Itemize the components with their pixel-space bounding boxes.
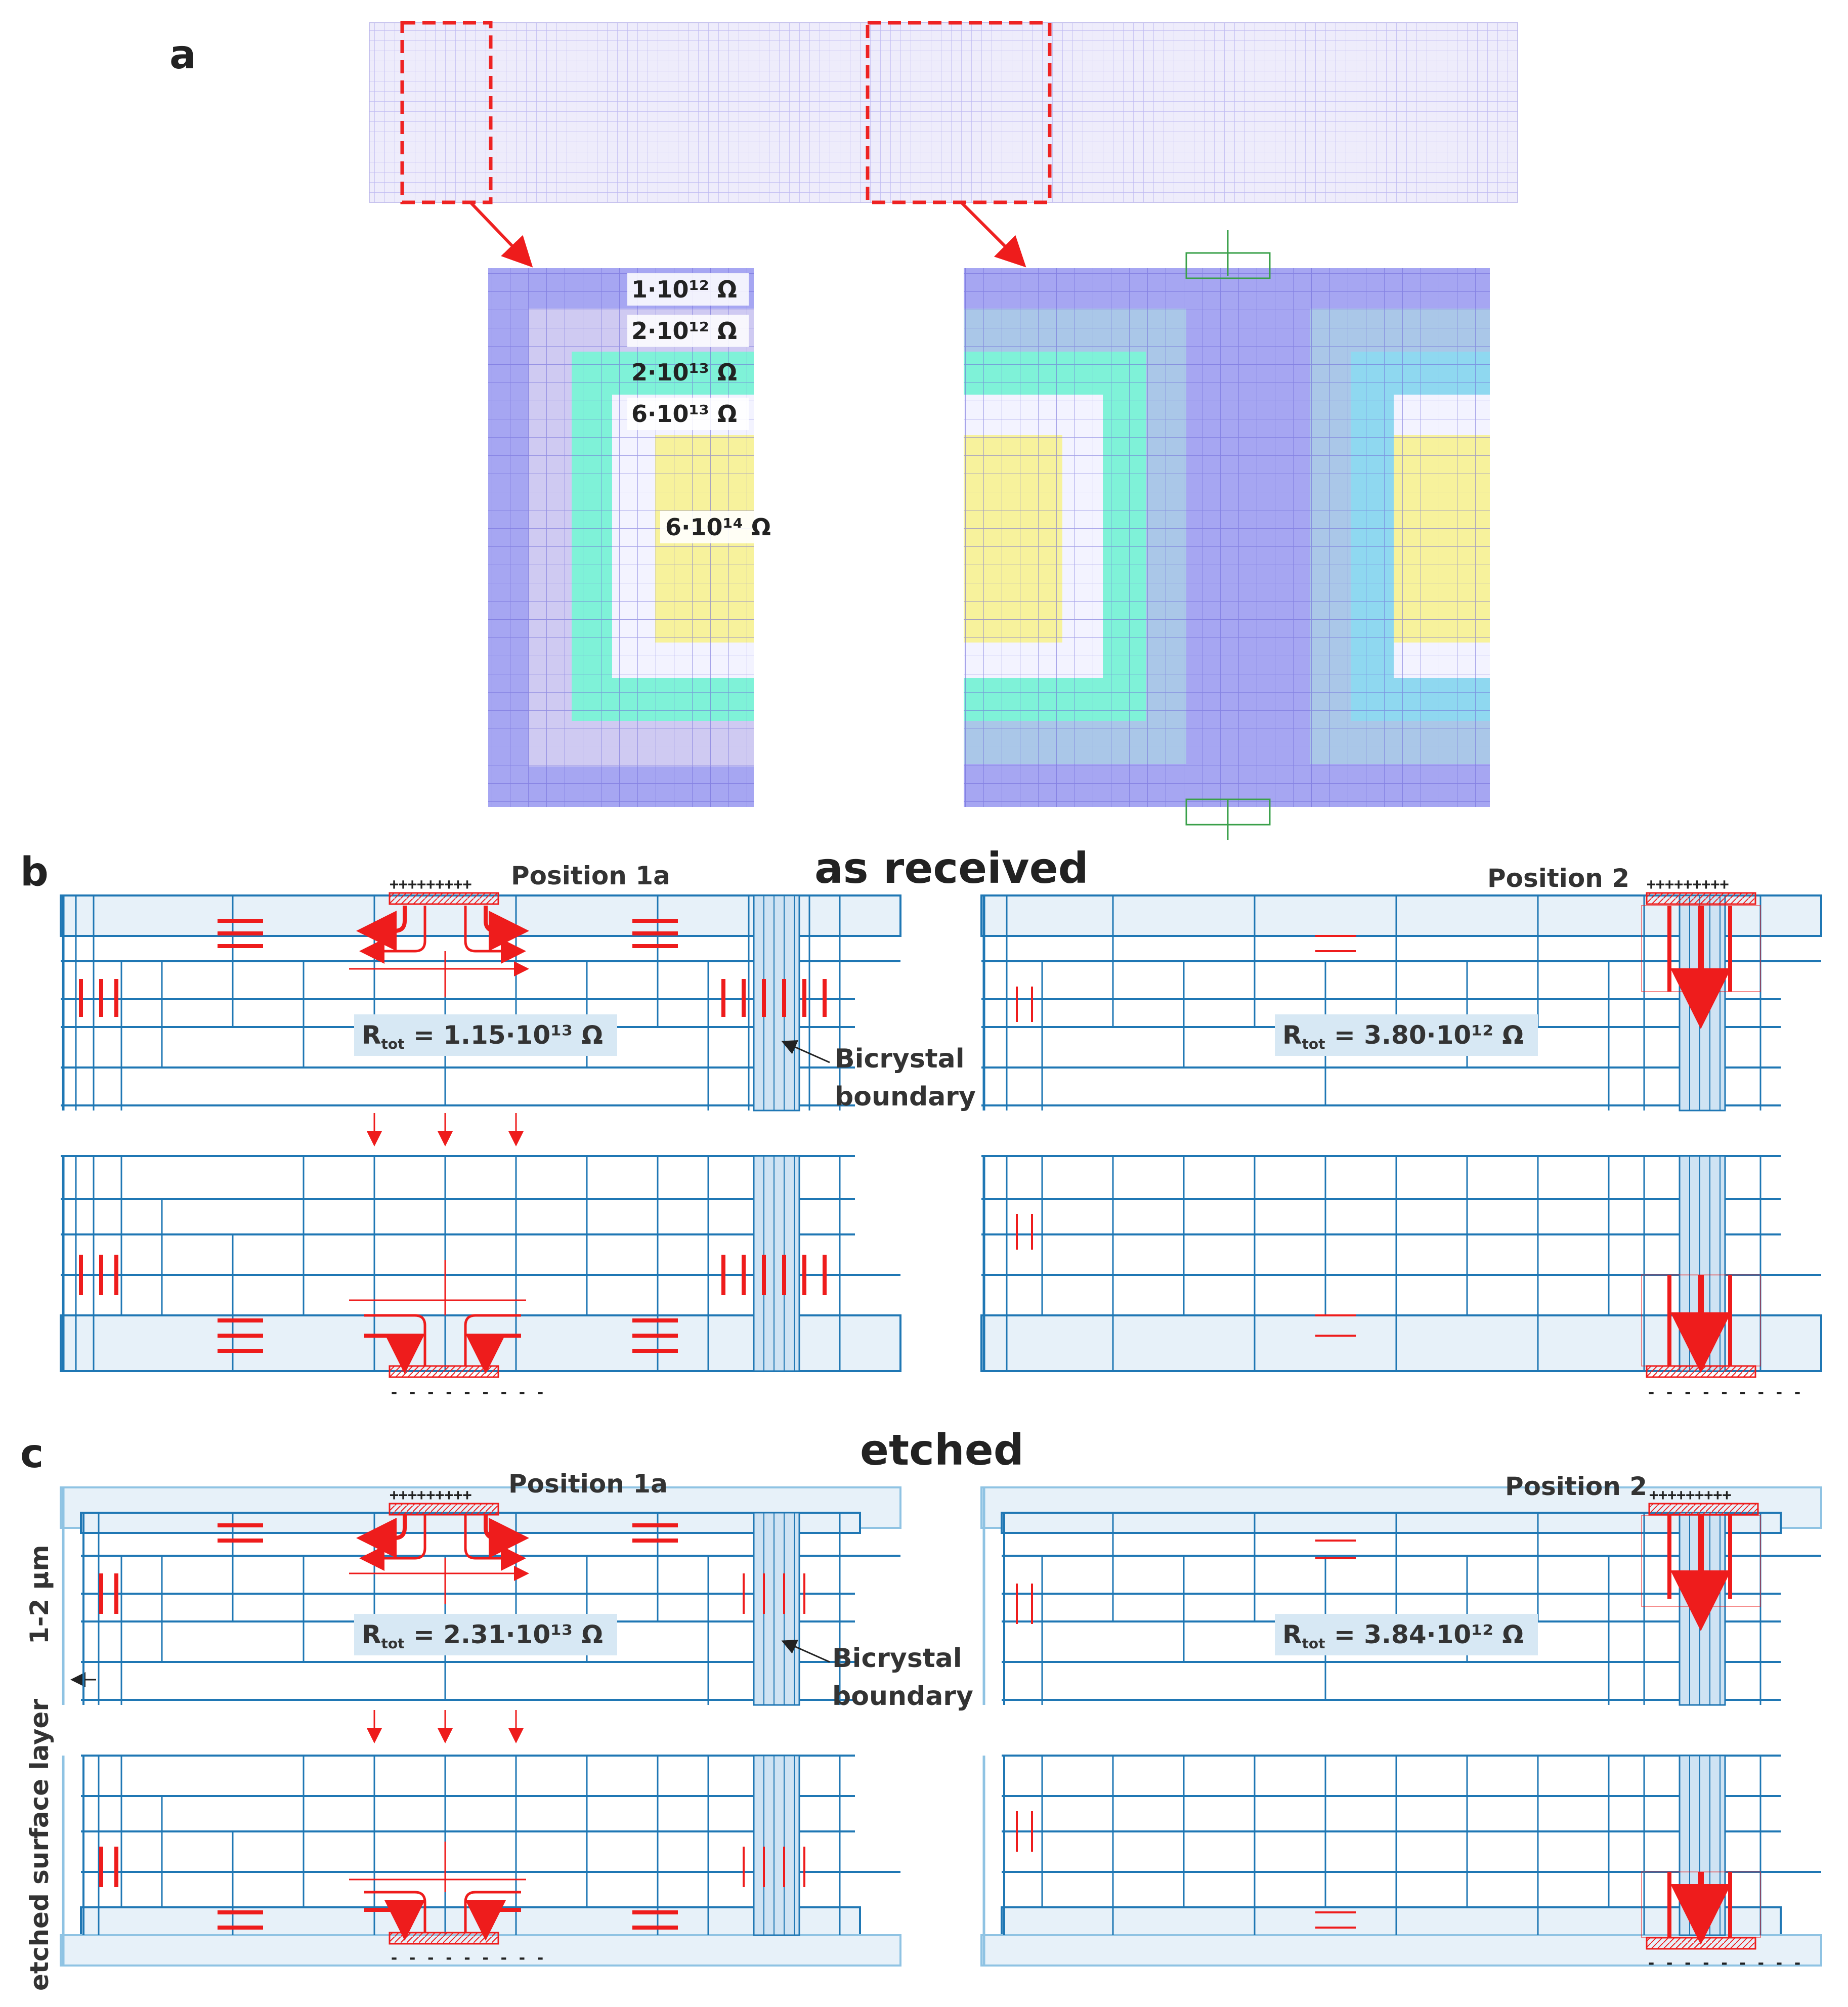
panel-b: b as received xyxy=(20,843,1822,1401)
resistance-labels: 1·10¹² Ω 2·10¹² Ω 2·10¹³ Ω 6·10¹³ Ω 6·10… xyxy=(627,273,782,543)
b-left-position: Position 1a xyxy=(511,861,670,890)
c-side-label-layer: etched surface layer xyxy=(25,1699,54,1991)
b-right-mesh-upper xyxy=(980,894,1822,1112)
c-right-minus: - - - - - - - - - xyxy=(1647,1954,1802,1972)
zoom-arrow-2 xyxy=(960,201,1026,268)
c-left-rtot: Rtot = 2.31·10¹³ Ω xyxy=(362,1620,603,1652)
c-right-rtot-box xyxy=(1275,1614,1538,1655)
label-r4: 6·10¹³ Ω xyxy=(631,400,737,428)
b-left-rtot-box xyxy=(354,1014,617,1056)
b-boundary-pointer xyxy=(781,1040,830,1063)
selection-box-2 xyxy=(866,21,1052,204)
c-note-line1: Bicrystal xyxy=(832,1643,962,1674)
panel-b-letter: b xyxy=(20,849,49,895)
c-right-mesh-lower xyxy=(980,1755,1822,1967)
b-right-mesh-lower xyxy=(980,1155,1822,1372)
c-left-plus: +++++++++ xyxy=(390,1486,472,1504)
b-note-line2: boundary xyxy=(835,1082,976,1112)
b-right-plus: +++++++++ xyxy=(1647,876,1729,893)
b-left-mesh-upper xyxy=(60,894,901,1112)
label-r2: 2·10¹² Ω xyxy=(631,317,737,345)
panel-c-title: etched xyxy=(860,1425,1024,1475)
b-left-lower-contact: - - - - - - - - - xyxy=(79,1255,827,1401)
label-r5: 6·10¹⁴ Ω xyxy=(665,514,771,541)
panel-a: a 1·10¹² Ω 2·10¹² Ω 2·10¹³ Ω 6·10¹³ Ω xyxy=(169,21,1518,840)
c-side-label-depth: 1-2 µm xyxy=(25,1545,54,1644)
b-left-rtot: Rtot = 1.15·10¹³ Ω xyxy=(362,1020,603,1052)
c-note-line2: boundary xyxy=(832,1681,973,1712)
zoom-2 xyxy=(964,230,1490,840)
b-left-plus: +++++++++ xyxy=(390,876,472,893)
c-right-upper-contact: Position 2 +++++++++ xyxy=(1016,1472,1761,1631)
c-left-minus: - - - - - - - - - xyxy=(390,1949,545,1967)
panel-c: c etched etched surface layer 1-2 µm xyxy=(20,1425,1822,1991)
b-right-upper-contact: Position 2 +++++++++ xyxy=(1016,864,1761,1029)
b-left-mesh-lower xyxy=(60,1155,901,1372)
b-note-line1: Bicrystal xyxy=(835,1044,965,1074)
b-left-upper-contact: +++++++++ Position 1a xyxy=(79,861,827,1146)
panel-c-letter: c xyxy=(20,1431,44,1477)
b-right-rtot: Rtot = 3.80·10¹² Ω xyxy=(1282,1020,1524,1052)
selection-box-1 xyxy=(400,21,493,204)
c-boundary-pointer xyxy=(781,1640,830,1663)
b-right-position: Position 2 xyxy=(1487,864,1629,893)
panel-b-title: as received xyxy=(814,843,1089,893)
panel-a-letter: a xyxy=(169,32,196,78)
c-right-mesh-upper xyxy=(980,1486,1822,1706)
b-right-rtot-box xyxy=(1275,1014,1538,1056)
label-r3: 2·10¹³ Ω xyxy=(631,359,737,386)
c-right-position: Position 2 xyxy=(1505,1472,1647,1501)
c-right-lower-contact: - - - - - - - - - xyxy=(1016,1811,1802,1972)
label-r1: 1·10¹² Ω xyxy=(631,276,737,303)
zoom-arrow-1 xyxy=(469,201,533,268)
c-right-rtot: Rtot = 3.84·10¹² Ω xyxy=(1282,1620,1524,1652)
c-left-mesh-upper xyxy=(60,1486,901,1706)
c-left-upper-contact: +++++++++ Position 1a xyxy=(99,1469,805,1743)
c-right-plus: +++++++++ xyxy=(1649,1486,1732,1504)
b-right-minus: - - - - - - - - - xyxy=(1647,1384,1802,1401)
b-left-minus: - - - - - - - - - xyxy=(390,1384,545,1401)
c-left-lower-contact: - - - - - - - - - xyxy=(99,1842,805,1967)
b-right-lower-contact: - - - - - - - - - xyxy=(1016,1214,1802,1401)
c-left-position: Position 1a xyxy=(508,1469,668,1499)
c-left-rtot-box xyxy=(354,1614,617,1655)
